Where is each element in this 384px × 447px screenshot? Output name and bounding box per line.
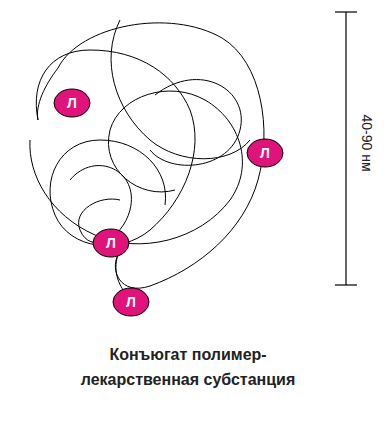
- drug-label: Л: [53, 88, 91, 111]
- drug-molecule: Л: [92, 228, 130, 258]
- drug-label: Л: [246, 138, 284, 161]
- drug-label: Л: [92, 228, 130, 251]
- drug-label: Л: [112, 287, 150, 310]
- drug-molecule: Л: [246, 138, 284, 168]
- drug-molecule: Л: [53, 88, 91, 118]
- drug-molecule: Л: [112, 287, 150, 317]
- scale-bar: [335, 12, 357, 285]
- figure-caption: Конъюгат полимер-лекарственная субстанци…: [78, 342, 298, 392]
- polymer-chain: [30, 20, 264, 296]
- dimension-label: 40-90 нм: [359, 112, 375, 173]
